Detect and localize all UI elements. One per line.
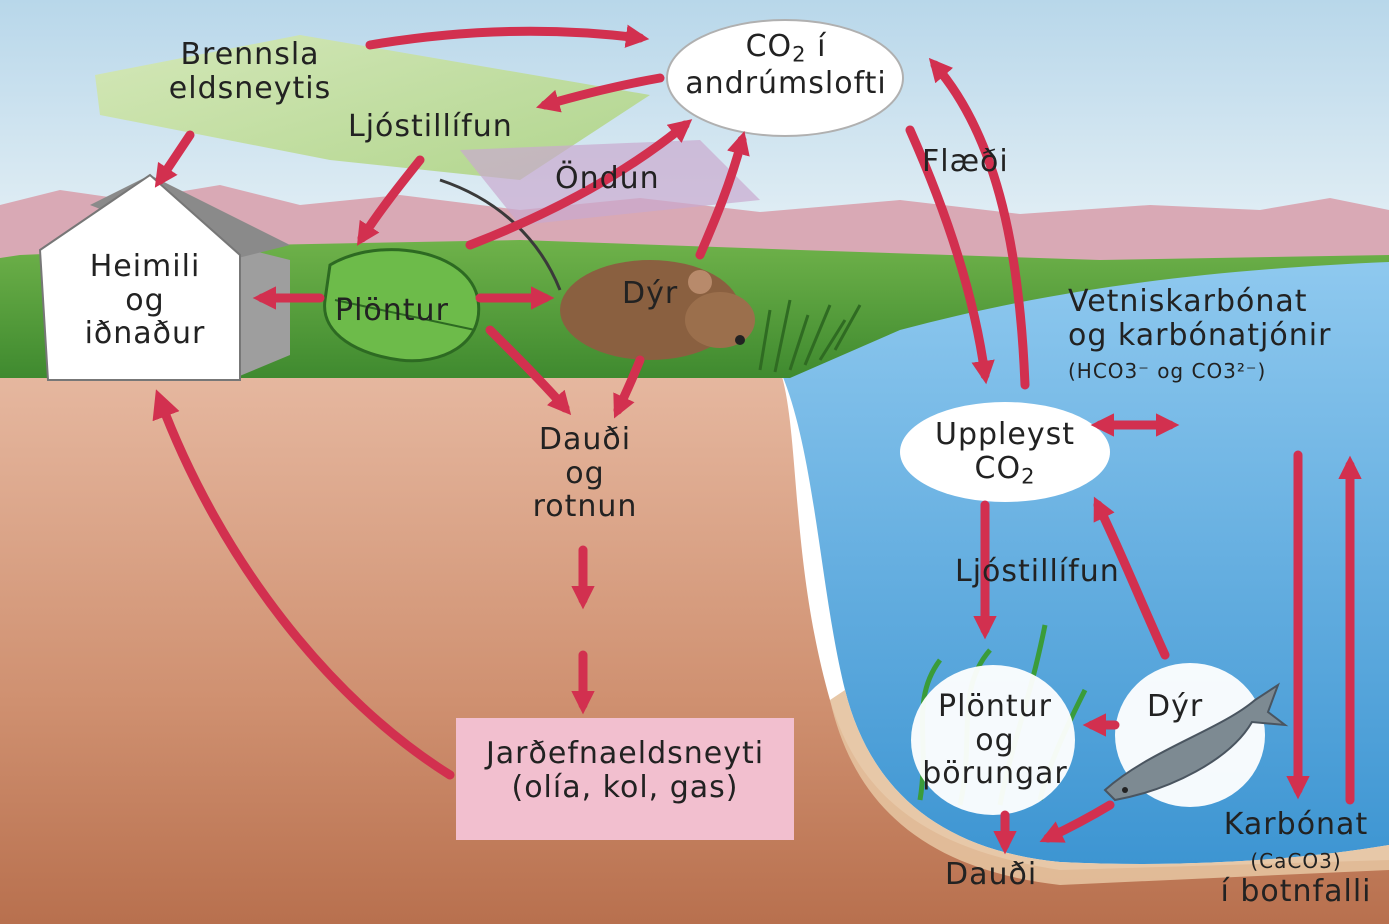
- label-dissolved-co2: Uppleyst CO2: [905, 418, 1105, 488]
- co2-text: CO: [746, 29, 793, 64]
- label-animals-land: Dýr: [622, 277, 678, 311]
- label-co2-atmosphere-line2: andrúmslofti: [685, 66, 886, 101]
- label-photosynthesis-water: Ljóstillífun: [955, 555, 1120, 589]
- label-co2-atmosphere-line1: CO2 í: [746, 29, 827, 64]
- co2-subscript: 2: [792, 42, 806, 66]
- label-death-land: Dauði og rotnun: [505, 423, 665, 524]
- label-flow: Flæði: [922, 145, 1009, 179]
- label-carbonate-line2: (CaCO3): [1250, 849, 1341, 873]
- label-combustion-line1: Brennsla: [180, 37, 319, 72]
- label-bicarbonate-line1: Vetniskarbónat: [1068, 284, 1308, 319]
- label-bicarbonate-line2: og karbónatjónir: [1068, 318, 1331, 353]
- label-plants-water: Plöntur og þörungar: [905, 690, 1085, 791]
- label-death-land-line3: rotnun: [533, 489, 638, 524]
- label-plants-water-line3: þörungar: [922, 756, 1068, 791]
- label-bicarbonate-formula: (HCO3⁻ og CO3²⁻): [1068, 359, 1266, 383]
- label-photosynthesis-land: Ljóstillífun: [348, 110, 513, 144]
- label-plants-water-line2: og: [975, 723, 1014, 758]
- label-dissolved-line1: Uppleyst: [935, 417, 1075, 452]
- dissolved-co2-subscript: 2: [1021, 464, 1035, 488]
- label-plants-land: Plöntur: [335, 294, 449, 328]
- label-homes: Heimili og iðnaður: [50, 250, 240, 351]
- label-homes-line3: iðnaður: [85, 316, 206, 351]
- label-homes-line2: og: [125, 283, 164, 318]
- label-death-land-line1: Dauði: [539, 422, 631, 457]
- label-respiration: Öndun: [555, 162, 660, 196]
- label-animals-water: Dýr: [1147, 690, 1203, 724]
- label-bicarbonate: Vetniskarbónat og karbónatjónir (HCO3⁻ o…: [1068, 285, 1331, 386]
- label-fossil-line2: (olía, kol, gas): [511, 770, 738, 805]
- label-homes-line1: Heimili: [90, 249, 201, 284]
- label-combustion: Brennsla eldsneytis: [130, 38, 370, 105]
- label-fossil-line1: Jarðefnaeldsneyti: [486, 736, 764, 771]
- label-dissolved-line2: CO2: [975, 451, 1036, 486]
- label-carbonate-line1: Karbónat: [1224, 807, 1368, 842]
- label-carbonate: Karbónat (CaCO3) í botnfalli: [1205, 808, 1387, 909]
- label-fossil-fuels: Jarðefnaeldsneyti (olía, kol, gas): [456, 737, 794, 804]
- label-death-water: Dauði: [945, 858, 1037, 892]
- dissolved-co2-text: CO: [975, 451, 1022, 486]
- label-death-land-line2: og: [565, 456, 604, 491]
- co2-suffix: í: [807, 29, 827, 64]
- label-co2-atmosphere: CO2 í andrúmslofti: [668, 30, 904, 100]
- label-plants-water-line1: Plöntur: [938, 689, 1052, 724]
- label-combustion-line2: eldsneytis: [169, 71, 331, 106]
- label-carbonate-line3: í botnfalli: [1221, 874, 1372, 909]
